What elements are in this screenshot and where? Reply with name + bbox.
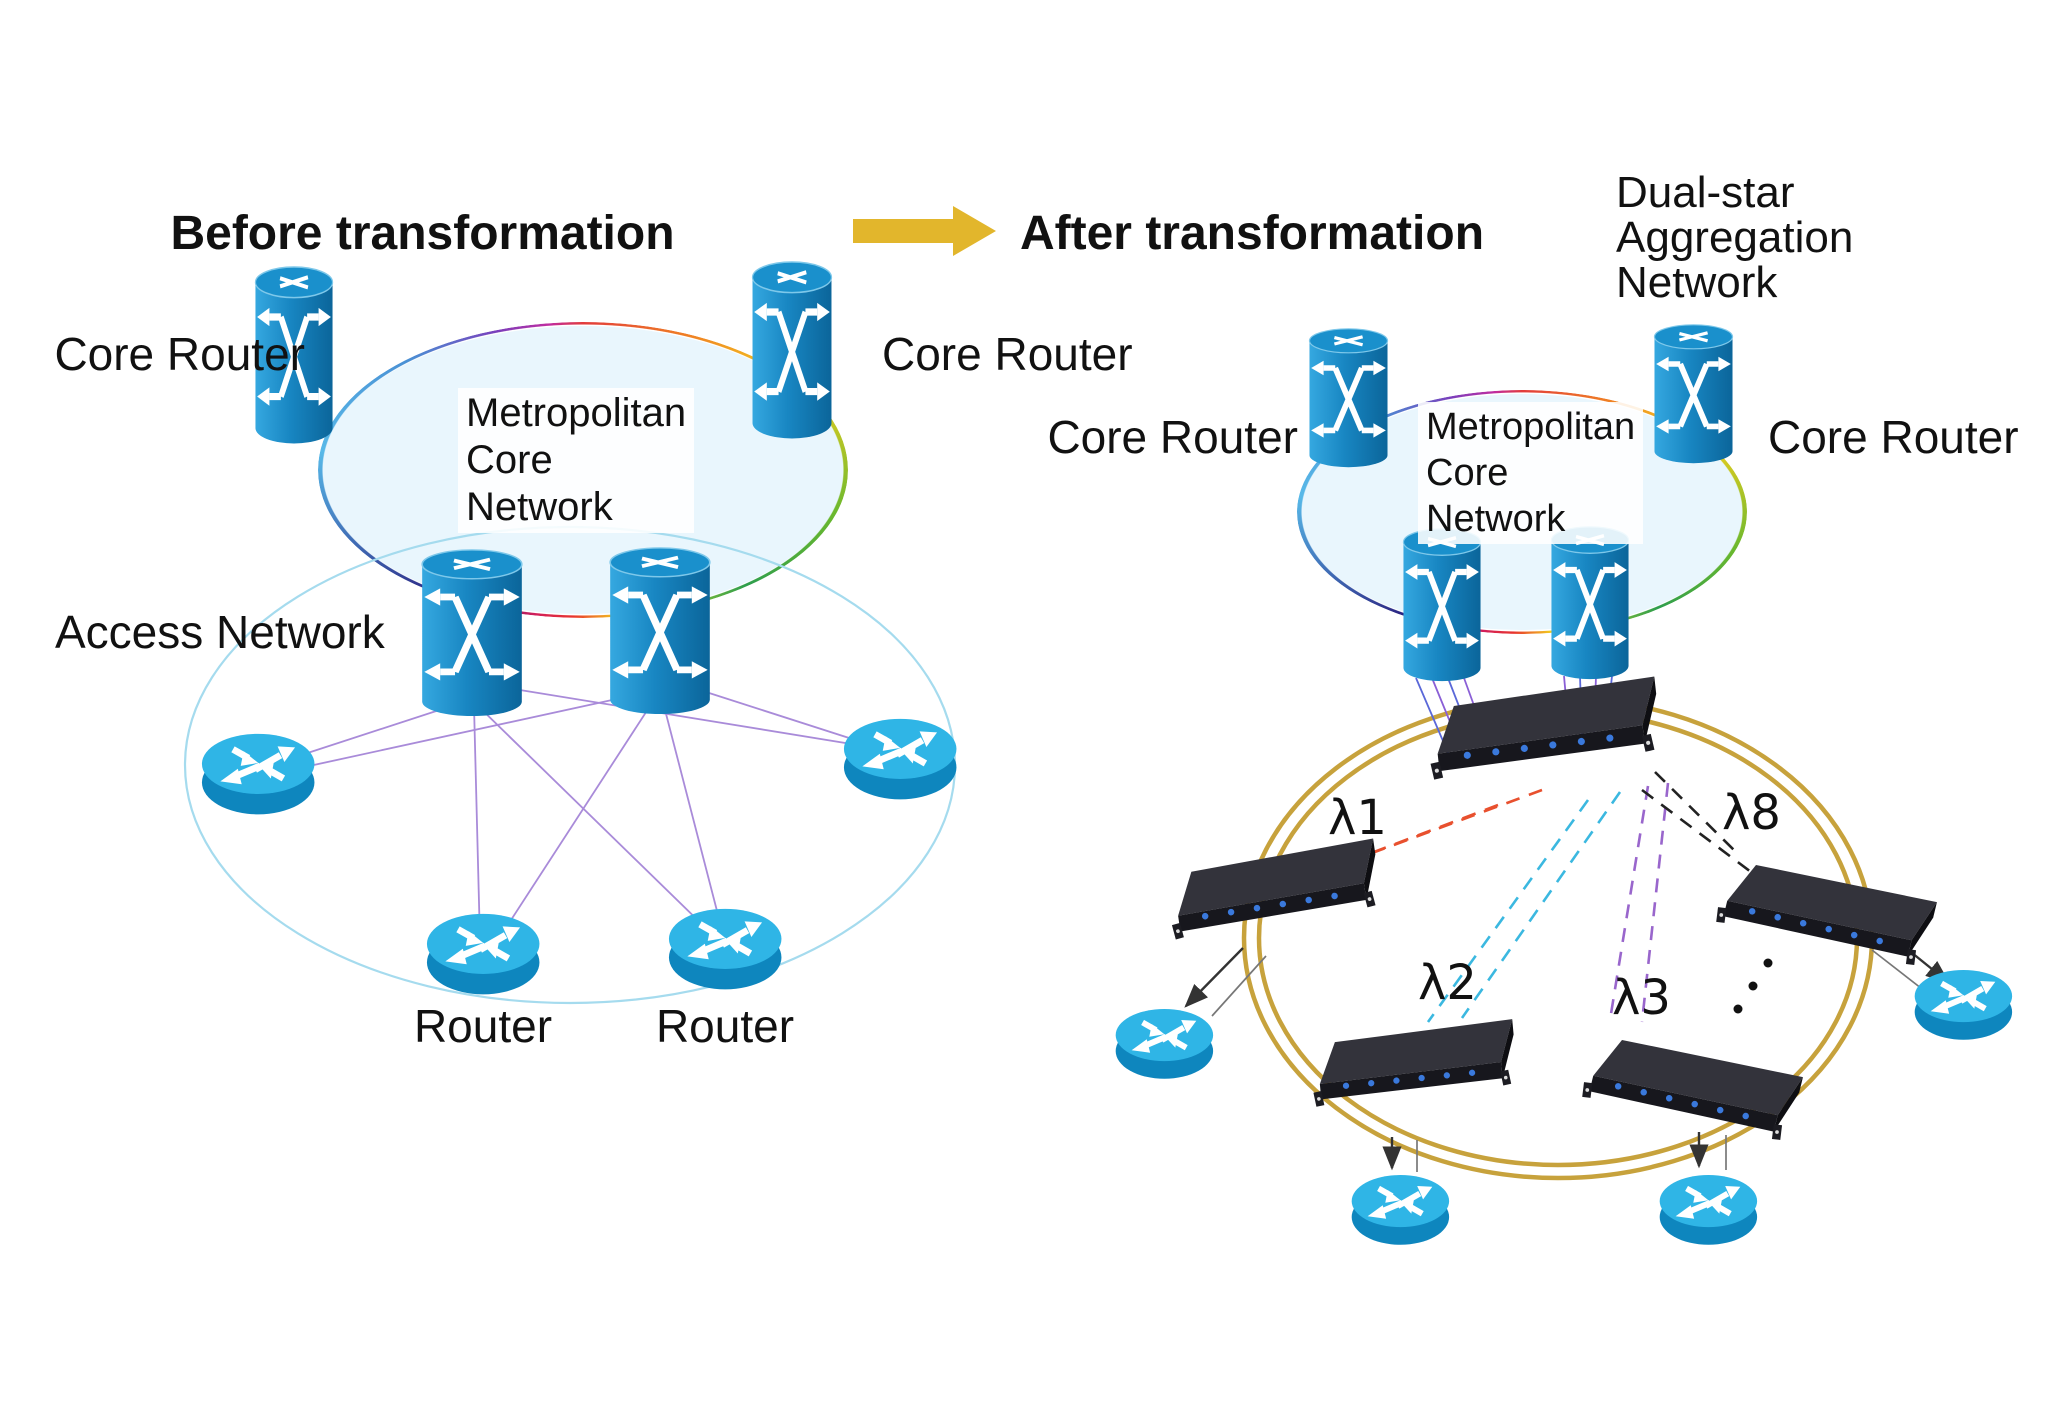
after-title: After transformation [1019, 207, 1485, 260]
core-router-cylinder-icon [1309, 329, 1387, 467]
access-router-icon [202, 734, 315, 815]
left-core-router-right-label: Core Router [882, 328, 1133, 380]
access-network-label: Access Network [55, 606, 385, 658]
left-core-router-left-label: Core Router [54, 328, 305, 380]
edge-router-icon [1352, 1175, 1449, 1245]
dual-star-aggregation-label: Dual-star Aggregation Network [1616, 170, 1946, 305]
edge-router-icon [1915, 970, 2012, 1040]
metro-line: Network [1426, 498, 1566, 540]
lambda2-label: λ2 [1418, 955, 1477, 1011]
metro-line: Metropolitan [1426, 406, 1636, 448]
dual-star-line: Network [1616, 258, 1778, 307]
lambda8-label: λ8 [1722, 785, 1781, 841]
more-wavelengths-dots [1733, 958, 1773, 1014]
access-router-icon [669, 909, 782, 990]
edge-router-icon [1116, 1009, 1213, 1079]
core-router-cylinder-icon [1551, 527, 1628, 679]
metro-line: Core [466, 438, 553, 482]
core-router-cylinder-icon [1654, 325, 1732, 463]
right-metro-ring-label: Metropolitan Core Network [1418, 402, 1644, 544]
access-router-icon [427, 914, 540, 995]
transition-arrow-icon [853, 206, 996, 256]
aggregation-switch-icon [1713, 860, 1939, 967]
dual-star-line: Dual-star [1616, 168, 1795, 217]
before-title: Before transformation [170, 207, 675, 260]
left-metro-ring-label: Metropolitan Core Network [458, 388, 695, 533]
metro-line: Core [1426, 452, 1509, 494]
right-core-router-right-label: Core Router [1768, 411, 2019, 463]
lambda1-label: λ1 [1328, 790, 1387, 846]
lambda3-label: λ3 [1612, 970, 1671, 1026]
router-right-label: Router [655, 1000, 795, 1052]
right-core-router-left-label: Core Router [1047, 411, 1298, 463]
access-router-icon [844, 719, 957, 800]
dual-star-line: Aggregation [1616, 213, 1854, 262]
aggregation-switch-icon [1419, 660, 1671, 800]
aggregation-switch-icon [1579, 1035, 1805, 1142]
access-mesh-links [279, 689, 877, 943]
core-router-cylinder-icon [1403, 529, 1480, 681]
edge-router-icon [1660, 1175, 1757, 1245]
router-left-label: Router [413, 1000, 553, 1052]
core-router-cylinder-icon [422, 550, 522, 716]
core-router-cylinder-icon [610, 548, 710, 714]
core-router-cylinder-icon [753, 262, 832, 438]
metro-line: Network [466, 485, 613, 529]
metro-line: Metropolitan [466, 391, 687, 435]
